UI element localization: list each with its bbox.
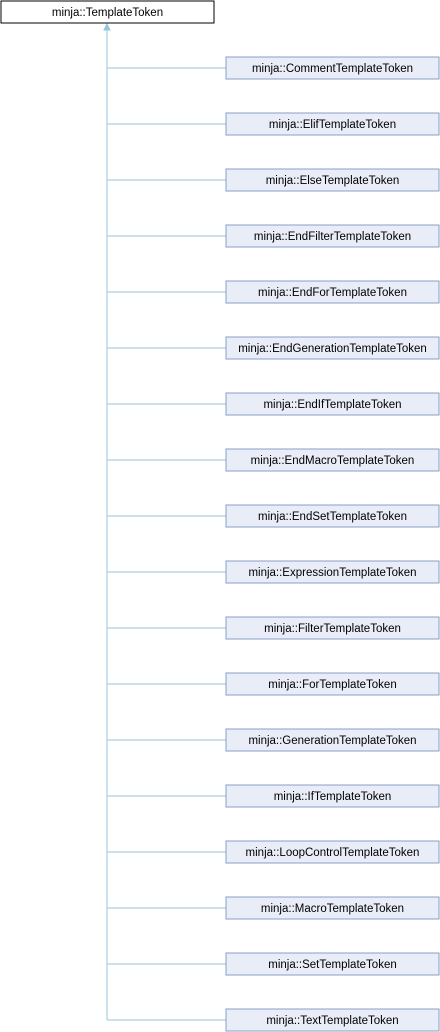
- derived-class-node[interactable]: minja::GenerationTemplateToken: [225, 728, 440, 752]
- derived-class-label: minja::SetTemplateToken: [268, 959, 396, 971]
- derived-class-label: minja::IfTemplateToken: [274, 791, 392, 803]
- derived-class-label: minja::GenerationTemplateToken: [248, 735, 416, 747]
- derived-class-node[interactable]: minja::EndIfTemplateToken: [225, 392, 440, 416]
- derived-class-label: minja::EndMacroTemplateToken: [251, 455, 415, 467]
- derived-class-label: minja::ExpressionTemplateToken: [248, 567, 416, 579]
- derived-class-box: [225, 392, 440, 416]
- derived-class-node[interactable]: minja::ElifTemplateToken: [225, 112, 440, 136]
- derived-class-box: [225, 952, 440, 976]
- derived-class-box: [225, 784, 440, 808]
- derived-class-node[interactable]: minja::SetTemplateToken: [225, 952, 440, 976]
- derived-class-box: [225, 672, 440, 696]
- derived-class-node[interactable]: minja::ElseTemplateToken: [225, 168, 440, 192]
- derived-class-box: [225, 448, 440, 472]
- base-class-box: [0, 0, 215, 24]
- derived-class-node[interactable]: minja::ForTemplateToken: [225, 672, 440, 696]
- derived-class-box: [225, 504, 440, 528]
- derived-class-node[interactable]: minja::CommentTemplateToken: [225, 56, 440, 80]
- derived-class-box: [225, 896, 440, 920]
- derived-class-label: minja::EndIfTemplateToken: [263, 399, 401, 411]
- derived-class-node[interactable]: minja::EndSetTemplateToken: [225, 504, 440, 528]
- derived-class-node[interactable]: minja::TextTemplateToken: [225, 1008, 440, 1032]
- derived-class-nodes: minja::CommentTemplateTokenminja::ElifTe…: [225, 56, 440, 1032]
- derived-class-label: minja::LoopControlTemplateToken: [246, 847, 420, 859]
- derived-class-label: minja::FilterTemplateToken: [264, 623, 401, 635]
- derived-class-box: [225, 336, 440, 360]
- derived-class-node[interactable]: minja::IfTemplateToken: [225, 784, 440, 808]
- derived-class-node[interactable]: minja::EndMacroTemplateToken: [225, 448, 440, 472]
- base-class-node[interactable]: minja::TemplateToken: [0, 0, 215, 24]
- derived-class-label: minja::EndFilterTemplateToken: [254, 231, 411, 243]
- derived-class-label: minja::ElseTemplateToken: [266, 175, 400, 187]
- derived-class-box: [225, 728, 440, 752]
- derived-class-label: minja::ForTemplateToken: [268, 679, 396, 691]
- derived-class-node[interactable]: minja::MacroTemplateToken: [225, 896, 440, 920]
- derived-class-node[interactable]: minja::ExpressionTemplateToken: [225, 560, 440, 584]
- derived-class-box: [225, 840, 440, 864]
- derived-class-box: [225, 224, 440, 248]
- derived-class-label: minja::EndForTemplateToken: [258, 287, 407, 299]
- derived-class-node[interactable]: minja::FilterTemplateToken: [225, 616, 440, 640]
- derived-class-node[interactable]: minja::EndFilterTemplateToken: [225, 224, 440, 248]
- derived-class-node[interactable]: minja::EndGenerationTemplateToken: [225, 336, 440, 360]
- derived-class-box: [225, 280, 440, 304]
- inheritance-arrowhead: [103, 22, 111, 31]
- derived-class-node[interactable]: minja::EndForTemplateToken: [225, 280, 440, 304]
- derived-class-node[interactable]: minja::LoopControlTemplateToken: [225, 840, 440, 864]
- derived-class-box: [225, 1008, 440, 1032]
- derived-class-label: minja::TextTemplateToken: [266, 1015, 398, 1027]
- derived-class-box: [225, 560, 440, 584]
- derived-class-box: [225, 112, 440, 136]
- derived-class-label: minja::CommentTemplateToken: [252, 63, 413, 75]
- derived-class-label: minja::MacroTemplateToken: [261, 903, 404, 915]
- derived-class-box: [225, 168, 440, 192]
- derived-class-box: [225, 56, 440, 80]
- inheritance-edges: [103, 22, 226, 1021]
- base-class-label: minja::TemplateToken: [52, 7, 163, 19]
- derived-class-label: minja::ElifTemplateToken: [269, 119, 396, 131]
- derived-class-label: minja::EndGenerationTemplateToken: [238, 343, 427, 355]
- derived-class-box: [225, 616, 440, 640]
- derived-class-label: minja::EndSetTemplateToken: [258, 511, 407, 523]
